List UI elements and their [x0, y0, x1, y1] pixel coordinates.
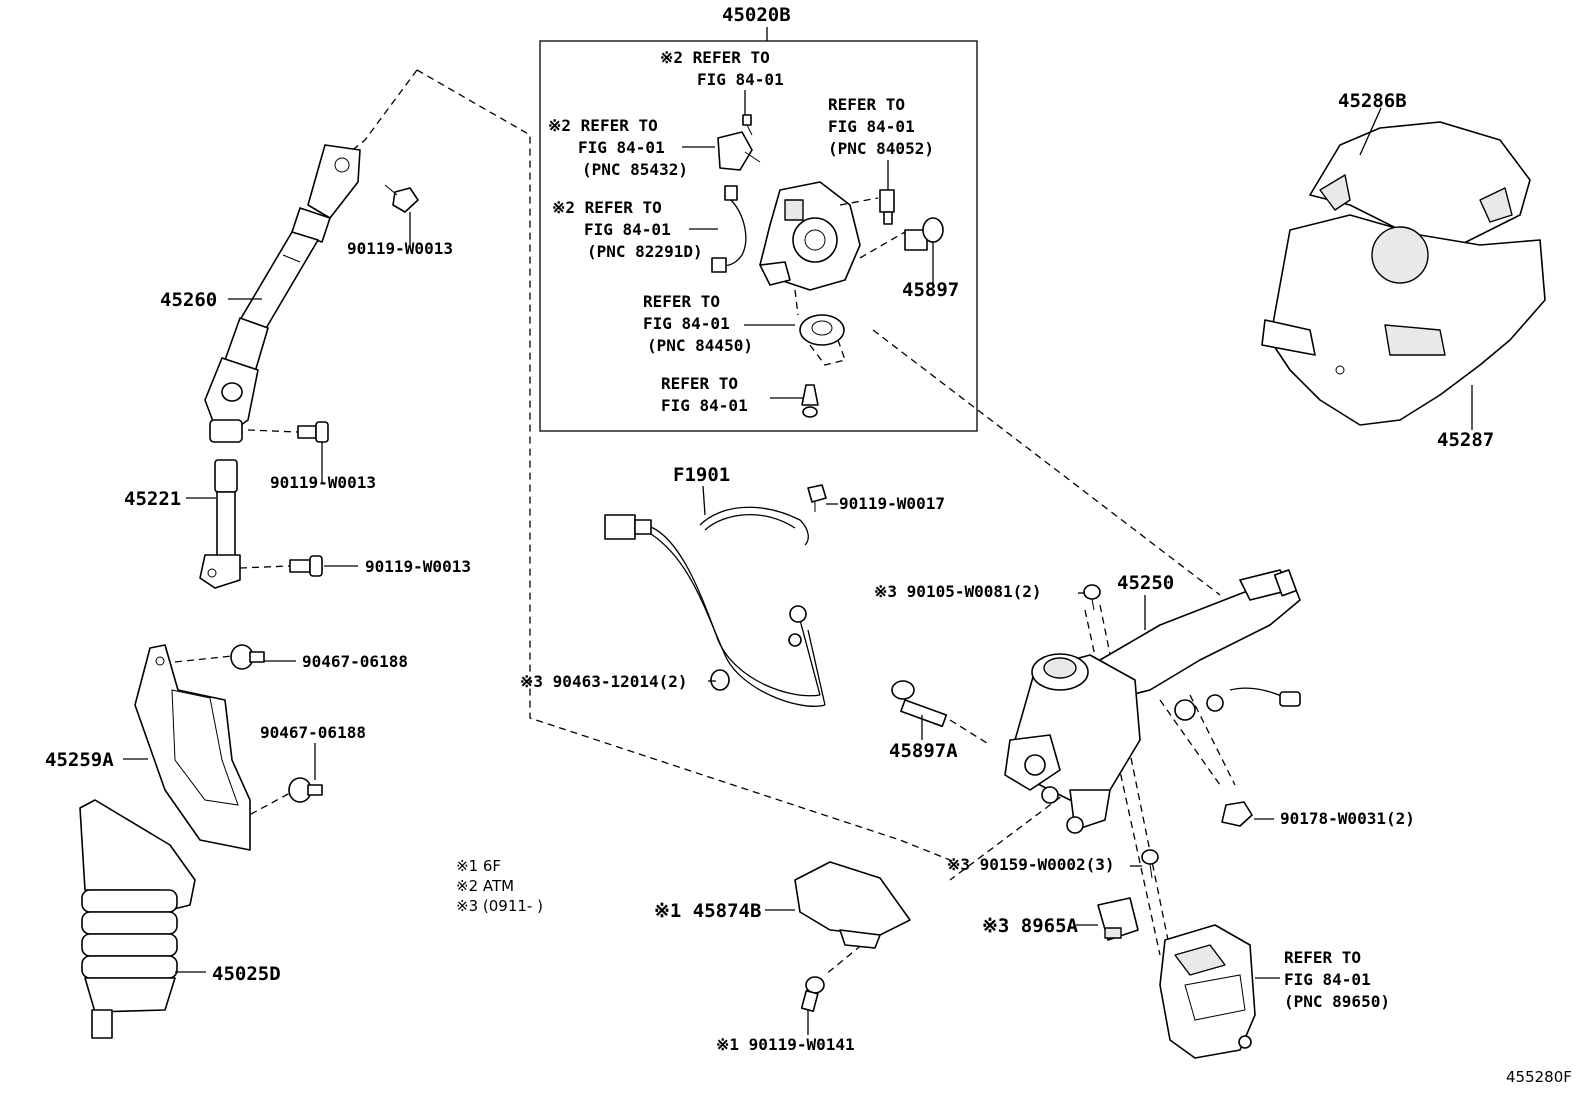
- small-screw-bottom: [801, 384, 819, 418]
- refer-r4-line2[interactable]: FIG 84-01: [584, 220, 671, 239]
- steering-column-45250: [1004, 569, 1301, 834]
- refer-r3-line3[interactable]: (PNC 84052): [828, 139, 934, 158]
- label-8965a[interactable]: ※3 8965A: [982, 915, 1079, 937]
- figure-code: 455280F: [1506, 1068, 1572, 1086]
- bolt-90119-w0013-middle: [297, 421, 329, 443]
- bolt-90119-w0013-upper: [384, 184, 419, 213]
- cover-45874b: [794, 861, 911, 949]
- refer-r3-line1[interactable]: REFER TO: [828, 95, 905, 114]
- small-screw-top: [742, 114, 753, 136]
- refer-r6-line2[interactable]: FIG 84-01: [661, 396, 748, 415]
- note-line-3: ※3 (0911- ): [456, 897, 543, 915]
- nut-90178-w0031: [1221, 801, 1253, 827]
- refer-r7-line3[interactable]: (PNC 89650): [1284, 992, 1390, 1011]
- label-45221[interactable]: 45221: [124, 488, 181, 510]
- label-90119-w0013-a[interactable]: 90119-W0013: [347, 239, 453, 258]
- assembly-box-45020b: [539, 40, 978, 432]
- label-45260[interactable]: 45260: [160, 289, 217, 311]
- label-90119-w0013-c[interactable]: 90119-W0013: [365, 557, 471, 576]
- bolt-90105-w0081: [1083, 584, 1101, 611]
- bolt-90119-w0017: [807, 484, 827, 512]
- label-45897[interactable]: 45897: [902, 279, 959, 301]
- label-45897a[interactable]: 45897A: [889, 740, 958, 762]
- refer-r6-line1[interactable]: REFER TO: [661, 374, 738, 393]
- label-45286b[interactable]: 45286B: [1338, 90, 1407, 112]
- refer-r4-line1[interactable]: ※2 REFER TO: [552, 198, 662, 217]
- label-90119-w0141[interactable]: ※1 90119-W0141: [716, 1035, 855, 1054]
- label-45259a[interactable]: 45259A: [45, 749, 114, 771]
- cover-plate-45259a: [134, 644, 251, 851]
- relay-8965a: [1097, 897, 1139, 941]
- dust-boot-45025d: [79, 799, 196, 1039]
- refer-r7-line1[interactable]: REFER TO: [1284, 948, 1361, 967]
- label-90159-w0002[interactable]: ※3 90159-W0002(3): [947, 855, 1115, 874]
- refer-r2-line2[interactable]: FIG 84-01: [578, 138, 665, 157]
- refer-r4-line3[interactable]: (PNC 82291D): [587, 242, 703, 261]
- ignition-lock-housing: [759, 181, 861, 291]
- label-90467-06188-a[interactable]: 90467-06188: [302, 652, 408, 671]
- sensor-pnc-85432: [717, 131, 761, 171]
- key-cylinder-45897: [904, 217, 944, 251]
- note-line-1: ※1 6F: [456, 857, 501, 875]
- refer-r2-line1[interactable]: ※2 REFER TO: [548, 116, 658, 135]
- clip-90467-06188-lower: [288, 777, 323, 803]
- refer-r3-line2[interactable]: FIG 84-01: [828, 117, 915, 136]
- label-90119-w0017[interactable]: 90119-W0017: [839, 494, 945, 513]
- ecu-pnc-89650: [1159, 924, 1256, 1059]
- refer-r5-line2[interactable]: FIG 84-01: [643, 314, 730, 333]
- label-f1901[interactable]: F1901: [673, 464, 730, 486]
- label-90119-w0013-b[interactable]: 90119-W0013: [270, 473, 376, 492]
- label-45287[interactable]: 45287: [1437, 429, 1494, 451]
- refer-r7-line2[interactable]: FIG 84-01: [1284, 970, 1371, 989]
- label-45025d[interactable]: 45025D: [212, 963, 281, 985]
- label-90178-w0031[interactable]: 90178-W0031(2): [1280, 809, 1415, 828]
- bolt-45897a: [891, 680, 948, 728]
- refer-r1-line1[interactable]: ※2 REFER TO: [660, 48, 770, 67]
- label-45250[interactable]: 45250: [1117, 572, 1174, 594]
- label-90467-06188-b[interactable]: 90467-06188: [260, 723, 366, 742]
- switch-pnc-84450: [799, 314, 846, 366]
- column-cover-lower-45287: [1261, 214, 1546, 426]
- note-line-2: ※2 ATM: [456, 877, 514, 895]
- clip-90467-06188-upper: [230, 644, 265, 670]
- label-90105-w0081[interactable]: ※3 90105-W0081(2): [874, 582, 1042, 601]
- bolt-90119-w0141: [800, 976, 825, 1013]
- wire-harness-f1901: [604, 506, 826, 707]
- switch-pnc-84052: [879, 189, 895, 225]
- refer-r5-line1[interactable]: REFER TO: [643, 292, 720, 311]
- intermediate-shaft-45260: [204, 144, 361, 443]
- refer-r5-line3[interactable]: (PNC 84450): [647, 336, 753, 355]
- steering-shaft-45221: [199, 459, 241, 589]
- label-45020b[interactable]: 45020B: [722, 4, 791, 26]
- label-45874b[interactable]: ※1 45874B: [654, 900, 761, 922]
- bolt-90119-w0013-lower: [289, 555, 323, 577]
- label-90463-12014[interactable]: ※3 90463-12014(2): [520, 672, 688, 691]
- bolt-90159-w0002: [1141, 849, 1159, 879]
- column-cover-upper-45286b: [1309, 121, 1531, 246]
- harness-pnc-82291d: [711, 185, 747, 273]
- refer-r1-line2[interactable]: FIG 84-01: [697, 70, 784, 89]
- refer-r2-line3[interactable]: (PNC 85432): [582, 160, 688, 179]
